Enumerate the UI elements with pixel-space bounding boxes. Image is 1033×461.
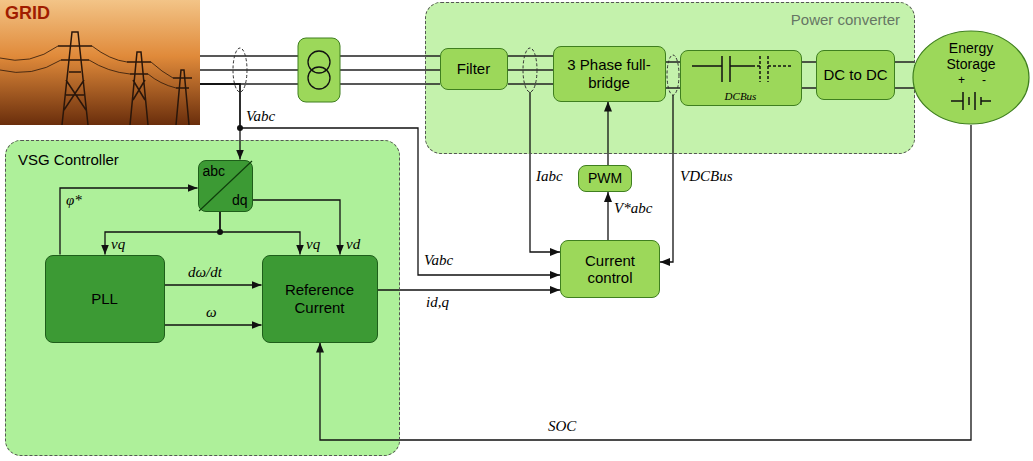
node-label: VSG Controller [18, 151, 119, 168]
signal-label: ω [206, 304, 217, 321]
dc-dc-box: DC to DC [816, 50, 895, 100]
node-label: GRID [5, 3, 50, 24]
signal-label: id,q [426, 294, 449, 311]
measurement-leads [530, 92, 673, 262]
signal-connector [220, 212, 300, 255]
cap-symbol [692, 56, 792, 82]
current-control-box: Current control [560, 240, 660, 298]
node-label: PWM [588, 170, 622, 186]
signal-label: φ* [66, 192, 82, 209]
pll-box: PLL [45, 255, 165, 343]
node-label: abc [203, 163, 226, 179]
signal-label: V*abc [614, 200, 652, 217]
reference-current-box: Reference Current [262, 255, 378, 343]
dc-bus-box: DCBus [680, 50, 802, 106]
signal-label: Vabc [246, 108, 275, 125]
signal-label: vd [346, 236, 360, 253]
signal-label: Vabc [424, 252, 453, 269]
signal-label: SOC [548, 418, 576, 435]
signal-connector [60, 188, 198, 255]
storage-ellipse: Energy Storage [912, 30, 1030, 125]
node-label: Current control [570, 252, 650, 287]
node-label: dq [232, 192, 248, 208]
transform-diagonal [199, 161, 252, 211]
abc-dq-box: abcdq [198, 160, 253, 212]
signal-connector [200, 84, 560, 275]
signal-label: VDCBus [680, 168, 733, 185]
node-label: PLL [91, 290, 118, 307]
signal-label: dω/dt [188, 264, 222, 281]
signal-connector [253, 200, 341, 255]
node-label: Power converter [791, 11, 900, 28]
polarity-sign: - [982, 74, 986, 87]
vsg-region: VSG Controller abcdqPLL Reference Current [5, 140, 400, 456]
node-label: Filter [457, 60, 490, 77]
node-label: 3 Phase full-bridge [567, 56, 651, 91]
node-label: DCBus [725, 90, 757, 103]
grid-picture: GRID [0, 0, 200, 125]
signal-connector [200, 84, 240, 160]
signal-label: vq [306, 236, 320, 253]
signal-connector [320, 125, 971, 440]
signal-label: vq [111, 236, 125, 253]
signal-connector [607, 102, 608, 166]
signal-connector [165, 284, 262, 285]
signal-connector [607, 192, 608, 240]
battery-symbol [951, 92, 991, 110]
filter-box: Filter [440, 48, 508, 90]
node-label: Energy Storage [936, 40, 1006, 72]
grid-photo [0, 0, 200, 125]
signal-connector [165, 324, 262, 325]
node-label: DC to DC [823, 66, 887, 83]
region-fill [5, 140, 400, 456]
converter-region: Power converterFilter 3 Phase full-bridge… [425, 2, 915, 154]
node-label: Reference Current [270, 281, 370, 316]
pwm-box: PWM [578, 165, 632, 192]
signal-label: Iabc [536, 168, 563, 185]
transformer-symbol [298, 38, 340, 102]
signal-connector [105, 212, 220, 255]
storage-outline [913, 31, 1029, 124]
signal-connector [378, 289, 561, 290]
polarity-sign: + [958, 74, 965, 87]
region-fill [425, 2, 915, 154]
bridge-box: 3 Phase full-bridge [553, 46, 666, 102]
